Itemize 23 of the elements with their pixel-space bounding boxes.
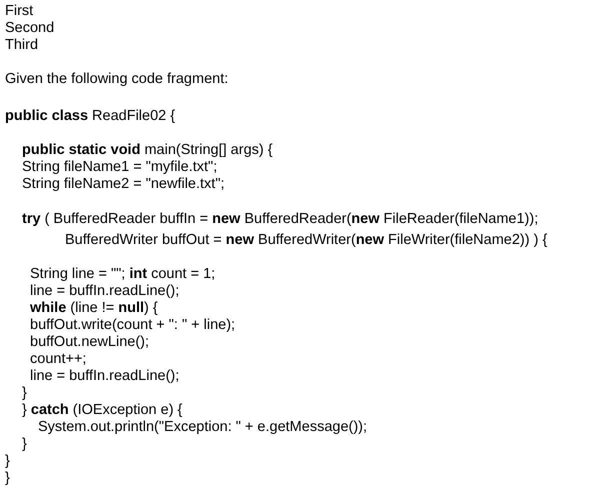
code-line: BufferedWriter buffOut = new BufferedWriter(new FileWriter(fileName2)) ) { xyxy=(65,232,548,249)
code-line: String fileName1 = "myfile.txt"; xyxy=(22,159,218,176)
code-line: String fileName2 = "newfile.txt"; xyxy=(22,176,225,193)
code-line: } xyxy=(22,385,27,402)
code-line: line = buffIn.readLine(); xyxy=(30,283,180,300)
code-line: public class ReadFile02 { xyxy=(5,108,176,125)
code-line: line = buffIn.readLine(); xyxy=(30,368,180,385)
code-line: } xyxy=(22,436,27,453)
code-line: String line = ""; int count = 1; xyxy=(30,266,216,283)
code-line: buffOut.write(count + ": " + line); xyxy=(30,317,236,334)
code-line: } xyxy=(5,470,10,487)
code-line: } catch (IOException e) { xyxy=(22,402,182,419)
text-line: First xyxy=(5,3,34,20)
text-line: Third xyxy=(5,37,38,54)
code-line: try ( BufferedReader buffIn = new BufferedReader(new FileReader(fileName1)); xyxy=(22,211,538,228)
text-line: Given the following code fragment: xyxy=(5,71,228,88)
code-line: public static void main(String[] args) { xyxy=(22,142,273,159)
text-line: Second xyxy=(5,20,54,37)
code-line: buffOut.newLine(); xyxy=(30,334,150,351)
code-line: System.out.println("Exception: " + e.getMessage()); xyxy=(38,419,368,436)
code-line: } xyxy=(5,453,10,470)
code-line: count++; xyxy=(30,351,86,368)
code-line: while (line != null) { xyxy=(30,300,158,317)
